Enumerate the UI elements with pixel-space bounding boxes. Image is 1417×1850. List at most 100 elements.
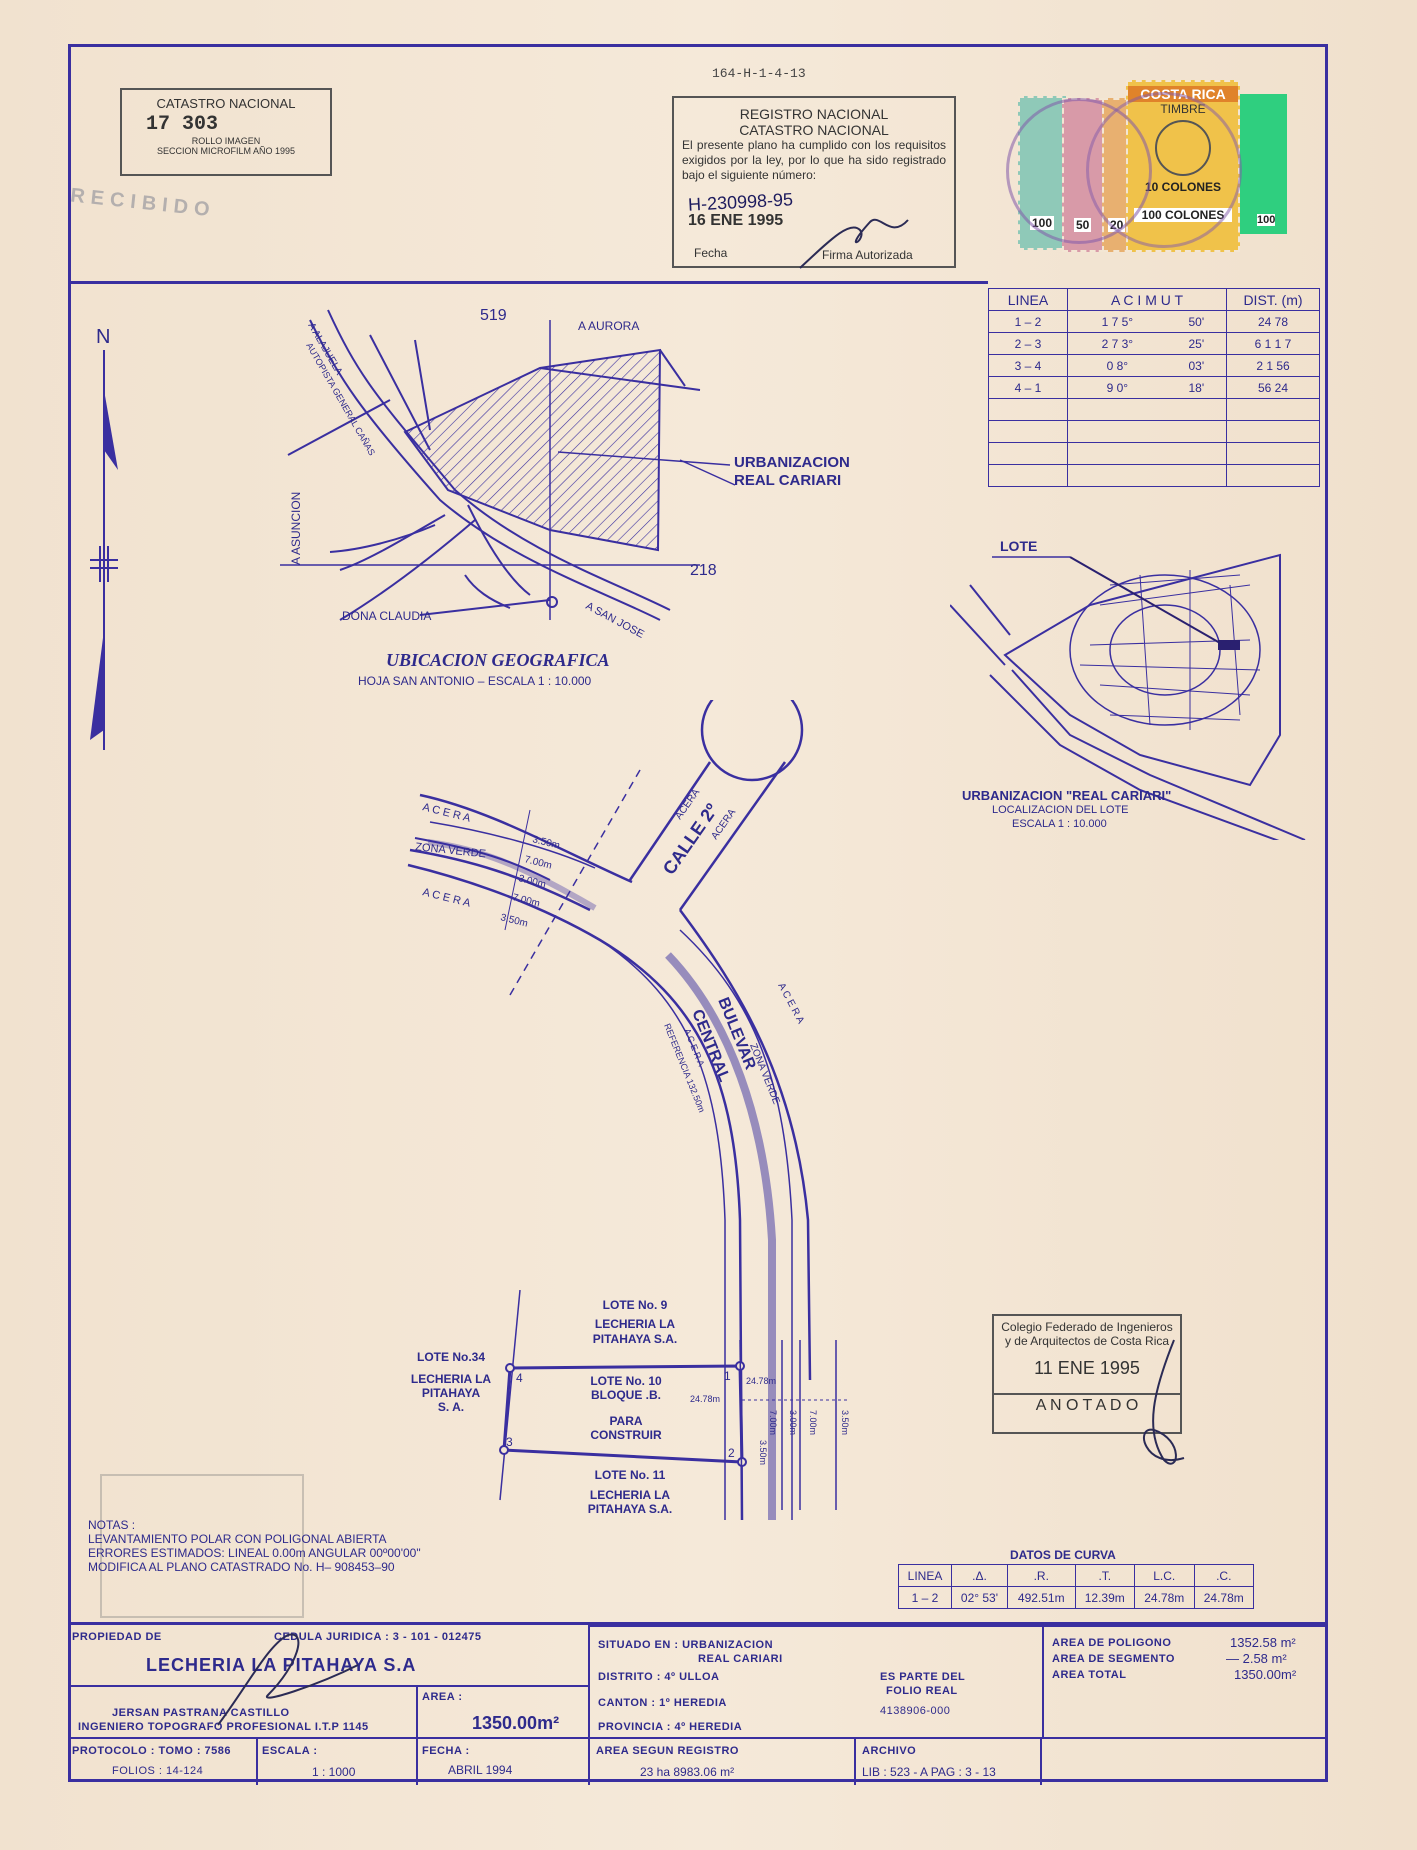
dim-lot-c: 3.50m bbox=[758, 1440, 768, 1465]
registro-area-cell: AREA SEGUN REGISTRO 23 ha 8983.06 m² bbox=[588, 1737, 856, 1785]
lote-10-line1: LOTE No. 10 bbox=[590, 1374, 662, 1388]
lote-34-line1: LOTE No.34 bbox=[416, 1350, 485, 1364]
vertex-1: 1 bbox=[724, 1369, 731, 1383]
azimuth-cell: 4 – 1 bbox=[988, 376, 1068, 399]
fecha-label-tb: FECHA : bbox=[422, 1745, 470, 1757]
escala-value: 1 : 1000 bbox=[312, 1765, 356, 1779]
fecha-cell: FECHA : ABRIL 1994 bbox=[416, 1737, 590, 1785]
lote-10-label: LOTE No. 10 BLOQUE .B. PARA CONSTRUIR bbox=[556, 1374, 696, 1442]
lote-9-line1: LOTE No. 9 bbox=[602, 1298, 668, 1312]
surveyor-title: INGENIERO TOPOGRAFO PROFESIONAL I.T.P 11… bbox=[78, 1721, 369, 1733]
colegio-signature bbox=[1143, 1339, 1185, 1465]
dim-lot-b: 24.78m bbox=[690, 1394, 720, 1404]
lote-11-line3: PITAHAYA S.A. bbox=[587, 1502, 673, 1516]
azimuth-col-dist: DIST. (m) bbox=[1226, 288, 1320, 311]
lote-34-line2: LECHERIA LA bbox=[410, 1372, 492, 1386]
area-value: 1350.00m² bbox=[472, 1713, 560, 1733]
curve-cell: 24.78m bbox=[1193, 1586, 1254, 1609]
fecha-value: ABRIL 1994 bbox=[448, 1763, 513, 1777]
label-asuncion: A ASUNCION bbox=[289, 492, 303, 565]
location-map-subtitle: HOJA SAN ANTONIO – ESCALA 1 : 10.000 bbox=[358, 674, 592, 688]
table-row: 1 – 2 02° 53' 492.51m 12.39m 24.78m 24.7… bbox=[898, 1586, 1254, 1609]
archivo-value: LIB : 523 - A PAG : 3 - 13 bbox=[862, 1765, 996, 1779]
notes-line1: LEVANTAMIENTO POLAR CON POLIGONAL ABIERT… bbox=[88, 1532, 387, 1546]
folios: FOLIOS : 14-124 bbox=[112, 1765, 204, 1777]
curve-col: .R. bbox=[1006, 1564, 1076, 1587]
area-poligono-value: 1352.58 m² bbox=[1230, 1635, 1296, 1650]
lote-9-line3: PITAHAYA S.A. bbox=[592, 1332, 678, 1346]
rollo-label: ROLLO IMAGEN bbox=[191, 136, 261, 146]
table-row: 2 – 3 2 7 3° 25' 6 1 1 7 bbox=[988, 332, 1320, 355]
escala-cell: ESCALA : 1 : 1000 bbox=[256, 1737, 418, 1785]
curve-col: L.C. bbox=[1134, 1564, 1195, 1587]
table-row-empty bbox=[988, 420, 1320, 443]
catastro-microfilm-stamp: CATASTRO NACIONAL 17 303 ROLLO IMAGEN SE… bbox=[120, 88, 332, 176]
azimuth-cell: 03' bbox=[1166, 354, 1227, 377]
faded-zona-stamp bbox=[100, 1474, 304, 1618]
header-divider bbox=[68, 281, 988, 284]
stamp-green-value: 100 bbox=[1257, 214, 1276, 226]
area-registro-label: AREA SEGUN REGISTRO bbox=[596, 1745, 739, 1757]
dim-lot-g: 3.50m bbox=[840, 1410, 850, 1435]
protocolo-cell: PROTOCOLO : TOMO : 7586 FOLIOS : 14-124 bbox=[68, 1737, 258, 1785]
curve-cell: 02° 53' bbox=[951, 1586, 1008, 1609]
curve-data-title: DATOS DE CURVA bbox=[1010, 1548, 1116, 1562]
street-plan: A C E R A ZONA VERDE A C E R A 3.50m 7.0… bbox=[407, 700, 812, 1521]
azimuth-cell: 56 24 bbox=[1226, 376, 1320, 399]
notes-section: NOTAS : LEVANTAMIENTO POLAR CON POLIGONA… bbox=[88, 1518, 421, 1574]
catastro-title: CATASTRO NACIONAL bbox=[156, 96, 296, 111]
vertex-2: 2 bbox=[728, 1446, 735, 1460]
colegio-line1: Colegio Federado de Ingenieros bbox=[1001, 1320, 1173, 1334]
lote-11-label: LOTE No. 11 LECHERIA LA PITAHAYA S.A. bbox=[560, 1468, 700, 1516]
title-block: PROPIEDAD DE CEDULA JURIDICA : 3 - 101 -… bbox=[68, 1622, 1328, 1785]
azimuth-cell: 2 – 3 bbox=[988, 332, 1068, 355]
notes-line3: MODIFICA AL PLANO CATASTRADO No. H– 9084… bbox=[88, 1560, 395, 1574]
colegio-anotado: A N O T A D O bbox=[994, 1393, 1180, 1415]
curve-col: .C. bbox=[1193, 1564, 1254, 1587]
area-total-value: 1350.00m² bbox=[1234, 1667, 1297, 1682]
curve-data-table: LINEA .Δ. .R. .T. L.C. .C. 1 – 2 02° 53'… bbox=[898, 1564, 1254, 1609]
stamp-cancel-circle-2 bbox=[1086, 92, 1242, 248]
curve-header: LINEA .Δ. .R. .T. L.C. .C. bbox=[898, 1564, 1254, 1587]
registro-date: 16 ENE 1995 bbox=[688, 212, 784, 229]
lote-10-line2: BLOQUE .B. bbox=[590, 1388, 661, 1402]
file-reference: 164-H-1-4-13 bbox=[712, 66, 806, 81]
label-acera-top: A C E R A bbox=[421, 801, 472, 825]
dim-lot-a: 24.78m bbox=[746, 1376, 776, 1386]
notes-line2: ERRORES ESTIMADOS: LINEAL 0.00m ANGULAR … bbox=[88, 1546, 421, 1560]
curve-cell: 1 – 2 bbox=[898, 1586, 952, 1609]
lote-label: LOTE bbox=[1000, 538, 1038, 554]
lote-34-label: LOTE No.34 LECHERIA LA PITAHAYA S. A. bbox=[396, 1350, 506, 1414]
distrito: DISTRITO : 4º ULLOA bbox=[598, 1671, 720, 1683]
real-cariari-label: REAL CARIARI bbox=[734, 472, 842, 489]
area-cell: AREA : 1350.00m² bbox=[416, 1685, 590, 1739]
azimuth-cell: 50' bbox=[1166, 310, 1227, 333]
azimuth-cell: 1 – 2 bbox=[988, 310, 1068, 333]
lot-location-map bbox=[950, 553, 1306, 840]
table-row: 1 – 2 1 7 5° 50' 24 78 bbox=[988, 310, 1320, 333]
situado-label: SITUADO EN : URBANIZACION bbox=[598, 1639, 774, 1651]
azimuth-cell: 1 7 5° bbox=[1066, 310, 1167, 333]
area-label: AREA : bbox=[422, 1691, 463, 1703]
lote-9-line2: LECHERIA LA bbox=[594, 1317, 676, 1331]
lot-map-line2: LOCALIZACION DEL LOTE bbox=[992, 804, 1129, 816]
escala-label: ESCALA : bbox=[262, 1745, 318, 1757]
azimuth-cell: 18' bbox=[1166, 376, 1227, 399]
area-segmento-value: — 2.58 m² bbox=[1226, 1651, 1287, 1666]
lote-10-line4: CONSTRUIR bbox=[590, 1428, 662, 1442]
azimuth-cell: 2 7 3° bbox=[1066, 332, 1167, 355]
curve-cell: 492.51m bbox=[1006, 1586, 1076, 1609]
fiscal-stamps: 100 100 50 20 COSTA RICA TIMBRE 10 COLON… bbox=[1006, 78, 1288, 254]
vertex-3: 3 bbox=[506, 1435, 513, 1449]
registro-signature bbox=[799, 218, 909, 269]
azimuth-header: LINEA A C I M U T DIST. (m) bbox=[988, 288, 1320, 311]
surveyor-name: JERSAN PASTRANA CASTILLO bbox=[112, 1707, 290, 1719]
azimuth-cell: 2 1 56 bbox=[1226, 354, 1320, 377]
azimuth-col-acimut: A C I M U T bbox=[1067, 288, 1227, 311]
table-row: 4 – 1 9 0° 18' 56 24 bbox=[988, 376, 1320, 399]
notes-title: NOTAS : bbox=[88, 1518, 136, 1532]
azimuth-table: LINEA A C I M U T DIST. (m) 1 – 2 1 7 5°… bbox=[988, 288, 1320, 487]
archivo-cell: ARCHIVO LIB : 523 - A PAG : 3 - 13 bbox=[854, 1737, 1042, 1785]
colegio-date: 11 ENE 1995 bbox=[1034, 1358, 1140, 1378]
areas-cell: AREA DE POLIGONO 1352.58 m² AREA DE SEGM… bbox=[1042, 1625, 1328, 1739]
